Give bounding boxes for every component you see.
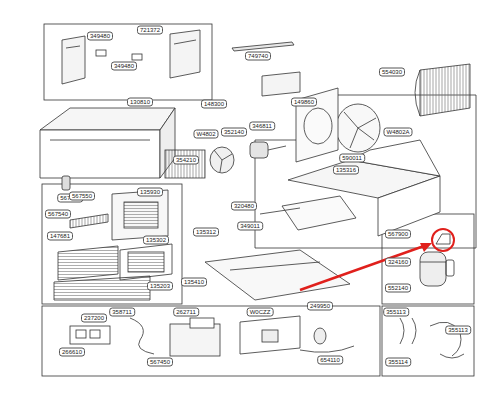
highlight [300,229,454,290]
callout-number: 749740 [245,52,271,61]
callout-number: 147681 [47,232,73,241]
callout-number: 355113 [383,308,409,317]
callout-number: W4802 [193,130,218,139]
callout-number: 567540 [45,210,71,219]
group-frame [44,24,212,100]
callout-number: 130810 [127,98,153,107]
callout-number: 249950 [307,302,333,311]
callout-number: 554030 [379,68,405,77]
callout-number: 346811 [249,122,275,131]
callout-number: 135930 [137,188,163,197]
group-frame [382,306,474,376]
callout-number: 149860 [291,98,317,107]
callout-number: 567550 [69,192,95,201]
callout-number: 135316 [333,166,359,175]
callout-number: 266610 [59,348,85,357]
callout-number: 552140 [385,284,411,293]
callout-number: 349011 [237,222,263,231]
callout-number: 567900 [385,230,411,239]
callout-number: 654110 [317,356,343,365]
callout-number: W4802A [383,128,412,137]
group-frame [42,184,182,304]
callout-number: 135312 [193,228,219,237]
callout-number: 355113 [445,326,471,335]
callout-number: 135410 [181,278,207,287]
callout-number: 349480 [87,32,113,41]
callout-number: 567450 [147,358,173,367]
callout-number: 135203 [147,282,173,291]
callout-number: 262711 [173,308,199,317]
callout-number: 237200 [81,314,107,323]
callout-number: 148300 [201,100,227,109]
callout-number: 721372 [137,26,163,35]
callout-number: 355114 [385,358,411,367]
callout-number: 352140 [221,128,247,137]
callout-number: 358711 [109,308,135,317]
callout-number: 349480 [111,62,137,71]
group-frame [42,306,380,376]
group-frame [255,95,476,248]
callout-number: W0CZZ [247,308,274,317]
callout-number: 590011 [339,154,365,163]
callout-number: 135302 [143,236,169,245]
callout-number: 324160 [385,258,411,267]
callout-number: 320480 [231,202,257,211]
callout-number: 354210 [173,156,199,165]
